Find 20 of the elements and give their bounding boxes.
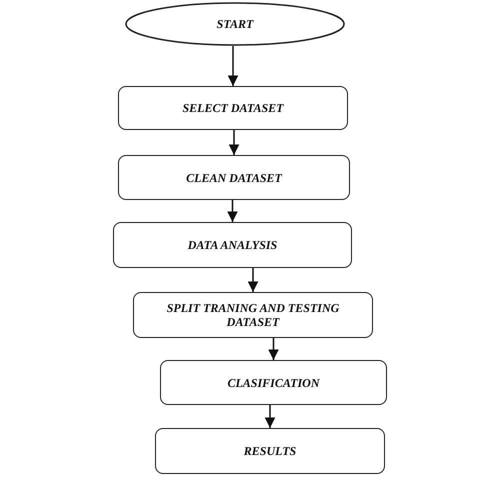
process-box xyxy=(118,155,350,200)
arrow xyxy=(228,130,240,155)
step-label: START xyxy=(216,17,255,31)
step-label: CLEAN DATASET xyxy=(185,170,284,184)
arrow xyxy=(248,268,258,292)
process-box xyxy=(160,360,387,405)
step-label: DATA ANALYSIS xyxy=(186,238,278,252)
process-box xyxy=(118,86,348,130)
process-box xyxy=(113,222,352,268)
step-label: RESULTS xyxy=(242,444,298,458)
arrow xyxy=(228,46,238,86)
step-label: SPLIT TRANING AND TESTING DATASET xyxy=(166,301,340,329)
arrow xyxy=(264,405,276,428)
step-label: SELECT DATASET xyxy=(181,101,285,115)
process-box xyxy=(133,292,373,338)
arrow xyxy=(268,338,279,360)
process-box xyxy=(155,428,385,474)
step-label: CLASIFICATION xyxy=(226,376,321,390)
terminal-ellipse xyxy=(125,2,345,46)
arrow xyxy=(227,200,238,222)
